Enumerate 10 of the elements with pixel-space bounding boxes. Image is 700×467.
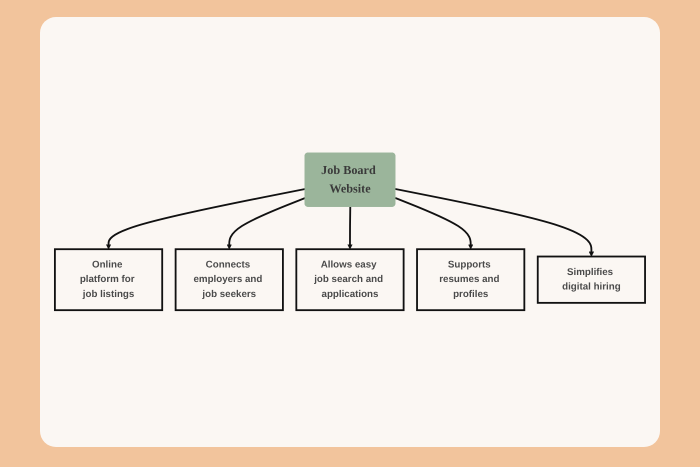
node-box: Simplifies digital hiring bbox=[536, 256, 646, 304]
node-box: Supports resumes and profiles bbox=[416, 248, 526, 312]
arrow bbox=[395, 188, 594, 258]
arrow bbox=[226, 198, 306, 250]
arrow bbox=[106, 188, 306, 250]
node-box: Online platform for job listings bbox=[54, 248, 164, 312]
node-box: Connects employers and job seekers bbox=[174, 248, 284, 312]
node-box: Allows easy job search and applications bbox=[295, 248, 405, 312]
arrow bbox=[395, 198, 474, 250]
arrow bbox=[347, 207, 353, 250]
